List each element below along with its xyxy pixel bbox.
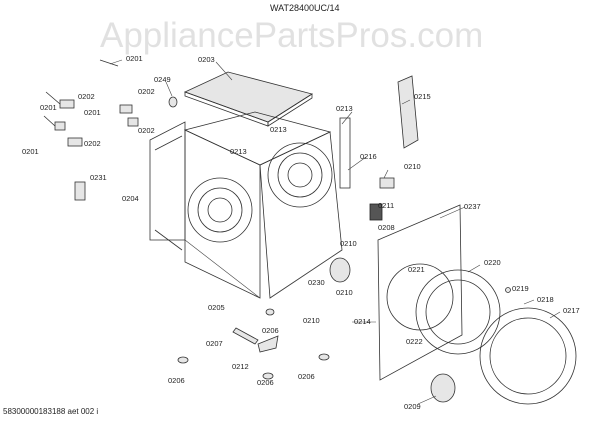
label-0211: 0211 [378, 201, 394, 210]
door-lock-0211-part [369, 203, 383, 221]
label-0206: 0206 [168, 376, 185, 385]
bracket-0212-part [257, 335, 279, 353]
callout-labels: 0203 0249 0201 0202 0201 0202 0201 0202 … [22, 54, 580, 411]
label-0220: 0220 [484, 258, 501, 267]
label-0218: 0218 [537, 295, 554, 304]
diagram-code: 5830000018318​8 aet 002 i [3, 407, 98, 416]
label-0202: 0202 [78, 92, 95, 101]
label-0201: 0201 [22, 147, 39, 156]
bracket-0215-part [397, 75, 419, 149]
disc-0209-part [430, 373, 456, 403]
label-0230: 0230 [308, 278, 325, 287]
label-0205: 0205 [208, 303, 225, 312]
bracket-0231-part [74, 181, 86, 201]
label-0206: 0206 [262, 326, 279, 335]
label-0210: 0210 [404, 162, 421, 171]
door-part [479, 307, 577, 405]
bracket-0207-part [232, 327, 259, 345]
door-ring-part [415, 269, 501, 355]
label-0201: 0201 [40, 103, 57, 112]
label-0201: 0201 [84, 108, 101, 117]
label-0219: 0219 [512, 284, 529, 293]
label-0208: 0208 [378, 223, 395, 232]
label-0213: 0213 [270, 125, 287, 134]
label-0202: 0202 [138, 87, 155, 96]
label-0207: 0207 [206, 339, 223, 348]
label-0206: 0206 [257, 378, 274, 387]
label-0204: 0204 [122, 194, 139, 203]
cabinet-housing-part [149, 111, 343, 299]
pump-0230-part [329, 257, 351, 283]
label-0222: 0222 [406, 337, 423, 346]
label-0202: 0202 [84, 139, 101, 148]
label-0213: 0213 [336, 104, 353, 113]
label-0221: 0221 [408, 265, 425, 274]
label-0213: 0213 [230, 147, 247, 156]
label-0212: 0212 [232, 362, 249, 371]
label-0214: 0214 [354, 317, 371, 326]
screw-0219-part [505, 287, 511, 293]
rail-0216-part [339, 117, 351, 189]
holder-0210-part [379, 177, 395, 189]
label-0210: 0210 [303, 316, 320, 325]
label-0231: 0231 [90, 173, 107, 182]
label-0210: 0210 [336, 288, 353, 297]
top-cover-part [183, 71, 313, 127]
label-0210: 0210 [340, 239, 357, 248]
label-0249: 0249 [154, 75, 171, 84]
feet-parts [177, 308, 330, 380]
label-0201: 0201 [126, 54, 143, 63]
watermark-text: AppliancePartsPros.com [100, 16, 483, 55]
label-0202: 0202 [138, 126, 155, 135]
label-0203: 0203 [198, 55, 215, 64]
label-0209: 0209 [404, 402, 421, 411]
label-0216: 0216 [360, 152, 377, 161]
label-0215: 0215 [414, 92, 431, 101]
knob-0249-part [168, 96, 178, 108]
hinge-brackets-part [43, 59, 139, 147]
leader-lines [109, 59, 561, 405]
label-0237: 0237 [464, 202, 481, 211]
model-number: WAT28400UC/14 [270, 3, 340, 13]
label-0217: 0217 [563, 306, 580, 315]
label-0206: 0206 [298, 372, 315, 381]
